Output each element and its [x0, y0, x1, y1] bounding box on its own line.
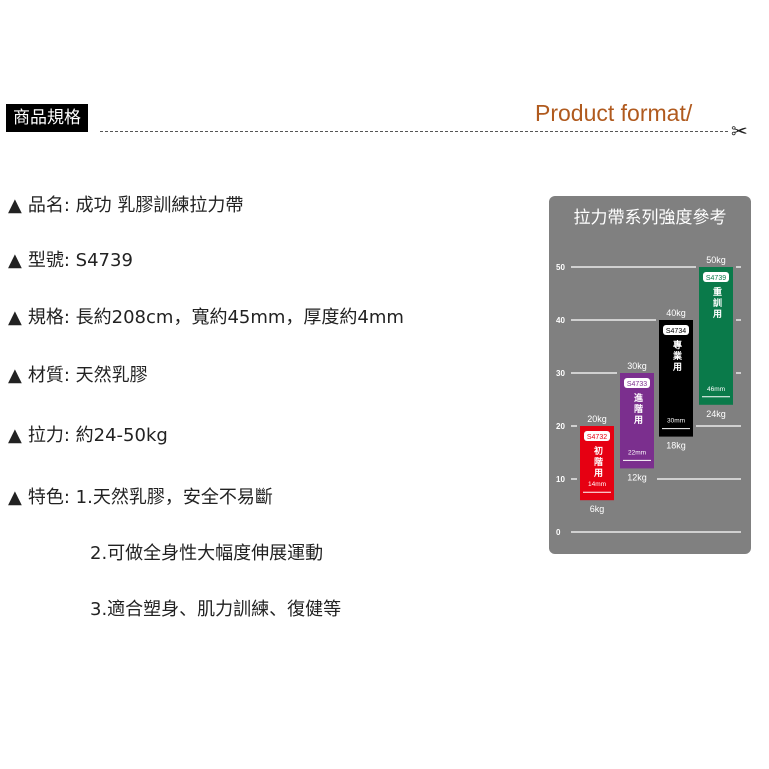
- y-tick-label: 50: [556, 263, 565, 272]
- feature-2: 2.可做全身性大幅度伸展運動: [90, 543, 324, 564]
- width-label: 30mm: [667, 418, 685, 425]
- spec-material: ▲材質: 天然乳膠: [8, 365, 148, 386]
- y-tick-label: 10: [556, 475, 565, 484]
- spec-tension: ▲拉力: 約24-50kg: [8, 425, 168, 446]
- y-tick-label: 0: [556, 528, 561, 537]
- spec-features: ▲特色: 1.天然乳膠，安全不易斷: [8, 487, 273, 508]
- chart-title: 拉力帶系列強度參考: [574, 208, 727, 228]
- bar-S4739: [699, 267, 733, 405]
- use-label-s4733: 進階用: [632, 393, 642, 426]
- min-label: 24kg: [706, 409, 726, 419]
- model-label: S4732: [587, 434, 607, 441]
- section-title: Product format/: [535, 100, 693, 126]
- min-label: 6kg: [590, 504, 605, 514]
- model-badge: [703, 272, 729, 282]
- use-label-s4739: 重訓用: [711, 287, 721, 320]
- width-label: 22mm: [628, 449, 646, 456]
- y-tick-label: 20: [556, 422, 565, 431]
- max-label: 50kg: [706, 255, 726, 265]
- min-label: 18kg: [666, 441, 686, 451]
- model-label: S4733: [627, 381, 647, 388]
- dashed-divider: [100, 131, 728, 132]
- spec-size: ▲規格: 長約208cm，寬約45mm，厚度約4mm: [8, 307, 404, 328]
- max-label: 40kg: [666, 308, 686, 318]
- model-badge: [624, 378, 650, 388]
- model-badge: [663, 325, 689, 335]
- max-label: 20kg: [587, 414, 607, 424]
- scissors-icon: ✂: [731, 119, 748, 143]
- bar-S4734: [659, 320, 693, 437]
- bar-S4733: [620, 373, 654, 469]
- width-label: 46mm: [707, 386, 725, 393]
- strength-chart: 拉力帶系列強度參考 0 10 20 30 40 50 20kg 6kg S4732 14mm 30kg…: [549, 196, 751, 554]
- use-label-s4732: 初階用: [592, 446, 602, 479]
- max-label: 30kg: [627, 361, 647, 371]
- y-tick-label: 30: [556, 369, 565, 378]
- min-label: 12kg: [627, 472, 647, 482]
- feature-3: 3.適合塑身、肌力訓練、復健等: [90, 599, 342, 620]
- y-tick-label: 40: [556, 316, 565, 325]
- use-label-s4734: 專業用: [671, 340, 681, 373]
- width-label: 14mm: [588, 481, 606, 488]
- model-label: S4734: [666, 328, 686, 335]
- section-tag: 商品規格: [6, 104, 88, 132]
- spec-model: ▲型號: S4739: [8, 250, 133, 271]
- model-badge: [584, 431, 610, 441]
- spec-name: ▲品名: 成功 乳膠訓練拉力帶: [8, 195, 244, 216]
- model-label: S4739: [706, 275, 726, 282]
